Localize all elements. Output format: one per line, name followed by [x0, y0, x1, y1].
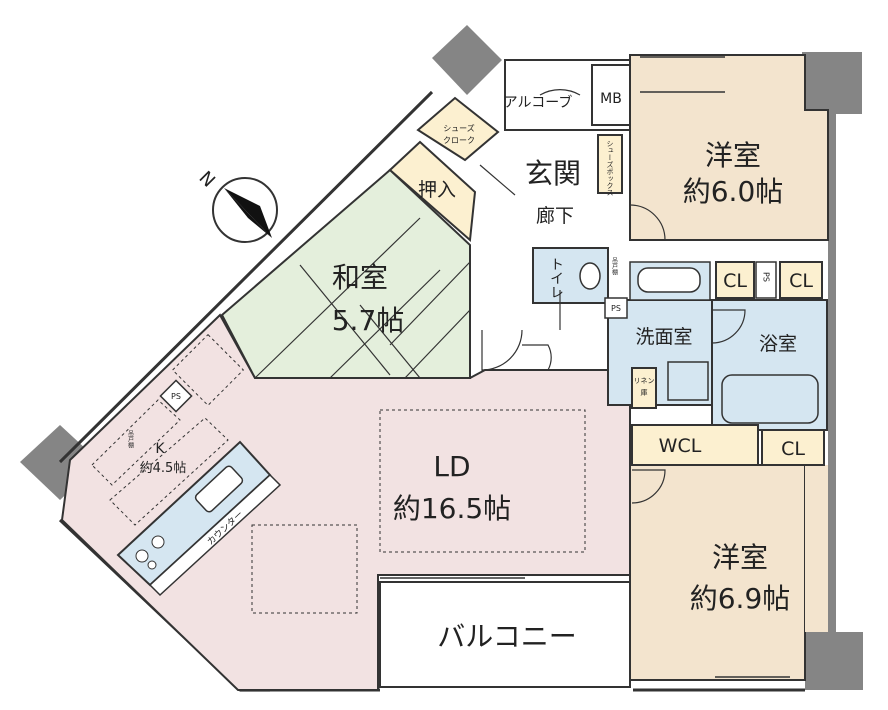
compass-needle-tail [224, 188, 272, 238]
sink [194, 465, 244, 513]
cl-3-label: CL [781, 438, 805, 460]
western-room-1-name: 洋室 [705, 139, 761, 172]
ps-boxes [159, 261, 777, 413]
living-dining-name: LD [433, 450, 470, 483]
japanese-room-name: 和室 [332, 261, 388, 294]
kitchen-size: 約4.5帖 [140, 461, 187, 476]
shoes-cloak-line2: クローク [443, 136, 475, 145]
cl-2 [779, 261, 823, 299]
column-top [432, 25, 502, 95]
western-room-2-extension [805, 465, 828, 632]
tatami-lines [254, 217, 471, 379]
toilet-bowl [579, 262, 601, 290]
kitchen-name: K [155, 441, 165, 457]
bathtub [721, 374, 819, 424]
wall-right [828, 108, 836, 638]
japanese-room-size: 5.7帖 [332, 304, 405, 337]
linen-closet [631, 367, 657, 409]
window-marks [380, 56, 790, 678]
western-room-2-size: 約6.9帖 [690, 582, 791, 615]
kitchen-shelf-label: 吊戸棚 [127, 430, 134, 449]
storage-areas [388, 96, 825, 466]
bathroom-name: 浴室 [759, 333, 797, 355]
shoe-box [597, 134, 623, 194]
wcl-label: WCL [659, 435, 702, 457]
hallway-name: 廊下 [536, 205, 574, 227]
balcony-area [379, 581, 631, 688]
door-swings [479, 89, 746, 504]
column-bottom-right [805, 632, 863, 690]
balcony-name: バルコニー [437, 620, 576, 653]
dining-dashed-areas [251, 409, 586, 614]
shoes-cloak-line1: シューズ [443, 123, 475, 133]
kitchen-counter [116, 440, 282, 597]
stove-burner [135, 549, 149, 563]
compass [212, 177, 278, 243]
kitchen-dashed-areas [91, 333, 245, 526]
wcl-closet [631, 424, 759, 466]
washroom-name: 洗面室 [635, 326, 692, 348]
linen-label-2: 庫 [641, 388, 648, 397]
alcove-name: アルコーブ [504, 94, 573, 111]
toilet-name: トイレ [548, 257, 564, 299]
mb-box [591, 64, 631, 126]
toilet-shelf-label: 吊戸棚 [611, 257, 618, 276]
ps-label-2: PS [611, 304, 621, 313]
oshiire-closet [388, 140, 477, 243]
entrance-name: 玄関 [525, 157, 581, 190]
compass-label: N [195, 167, 219, 191]
ps-label-1: PS [762, 272, 771, 282]
western-room-2-name: 洋室 [712, 541, 768, 574]
western-room-1-size: 約6.0帖 [683, 175, 784, 208]
cl-2-label: CL [789, 270, 813, 292]
stove-burner [151, 535, 165, 549]
oshiire-label: 押入 [418, 179, 456, 201]
cl-1 [715, 261, 755, 299]
shoe-box-label: シューズボックス [606, 140, 614, 196]
washing-machine [667, 361, 709, 401]
linen-label-1: リネン [634, 377, 655, 385]
living-dining-size: 約16.5帖 [393, 492, 511, 525]
column-top-right [802, 52, 862, 114]
washbasin [637, 267, 701, 293]
cl-3 [761, 429, 825, 466]
stove-burner [147, 560, 157, 570]
cl-1-label: CL [723, 270, 747, 292]
counter-strip [148, 473, 282, 597]
shoes-cloak [416, 96, 500, 162]
ps-label-3: PS [171, 392, 181, 401]
mb-label: MB [600, 91, 622, 107]
